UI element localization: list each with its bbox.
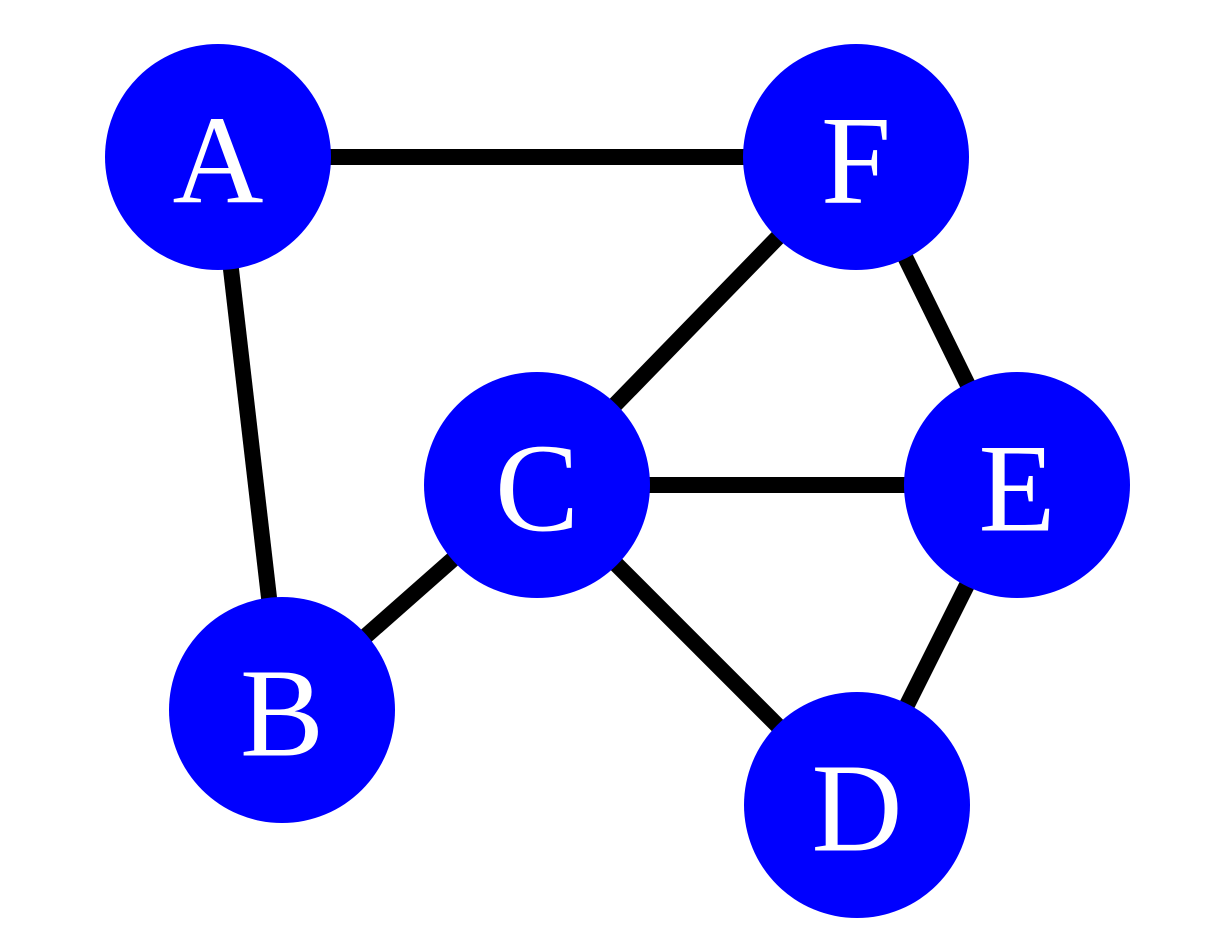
graph-node-b[interactable]: B — [169, 597, 395, 823]
node-label-b: B — [240, 645, 324, 784]
node-circle-b[interactable] — [169, 597, 395, 823]
node-label-e: E — [979, 420, 1056, 559]
node-label-c: C — [495, 420, 579, 559]
node-circle-e[interactable] — [904, 372, 1130, 598]
node-circle-f[interactable] — [743, 44, 969, 270]
node-circle-d[interactable] — [744, 692, 970, 918]
node-circle-a[interactable] — [105, 44, 331, 270]
graph-node-e[interactable]: E — [904, 372, 1130, 598]
graph-node-a[interactable]: A — [105, 44, 331, 270]
graph-node-c[interactable]: C — [424, 372, 650, 598]
nodes-layer: A B C D E F — [105, 44, 1130, 918]
node-circle-c[interactable] — [424, 372, 650, 598]
node-label-a: A — [173, 92, 264, 231]
node-label-f: F — [821, 92, 891, 231]
graph-node-d[interactable]: D — [744, 692, 970, 918]
graph-node-f[interactable]: F — [743, 44, 969, 270]
node-label-d: D — [812, 740, 903, 879]
